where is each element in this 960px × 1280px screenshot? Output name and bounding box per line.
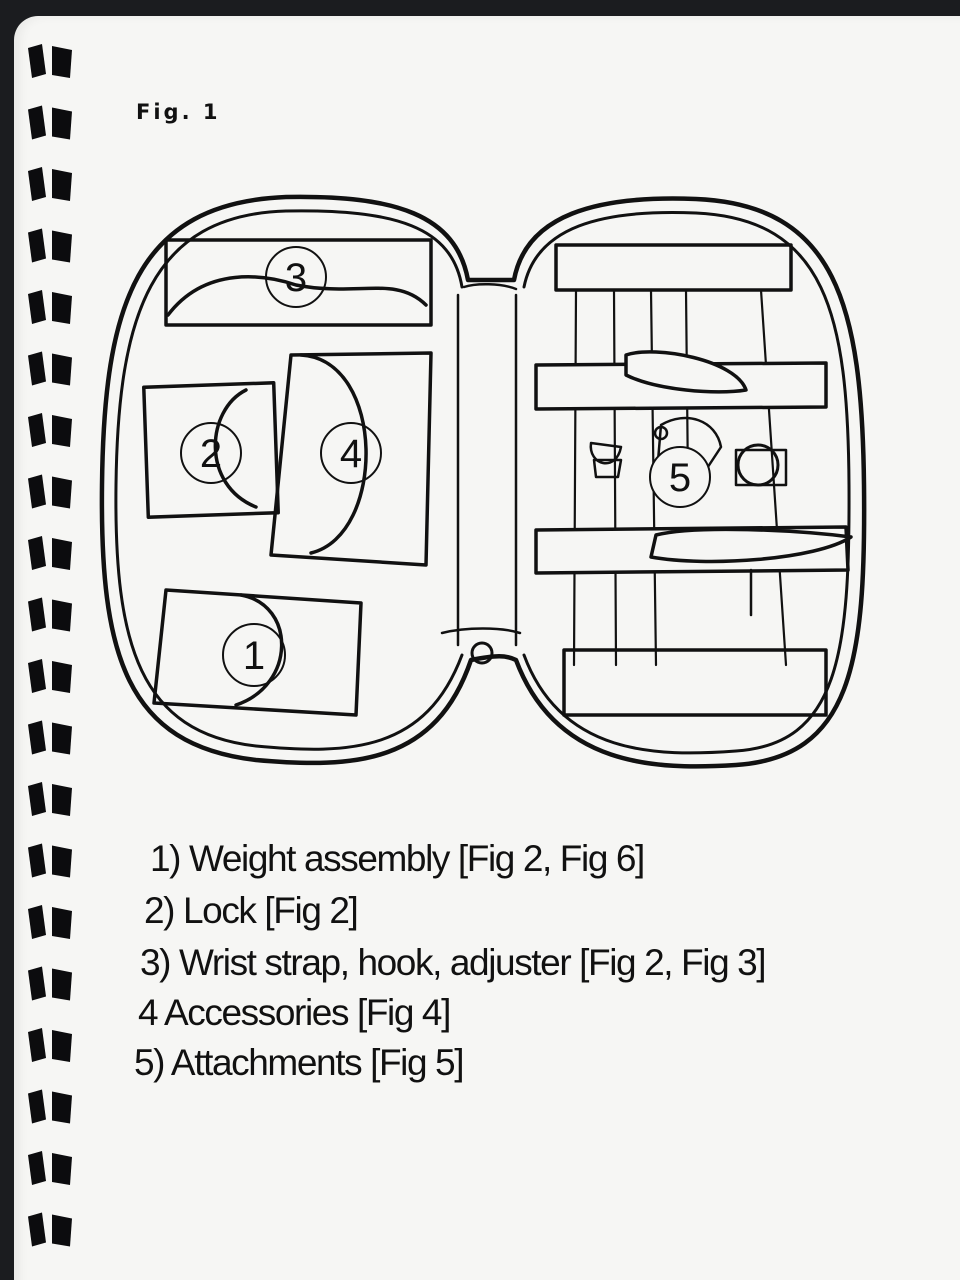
binding-coil: [28, 1028, 46, 1062]
binding-coil: [28, 659, 46, 693]
binding-coil: [28, 536, 46, 570]
marker-3: [265, 246, 327, 308]
binding-coil: [28, 167, 46, 201]
binding-coil: [28, 843, 46, 878]
marker-1: [222, 623, 286, 687]
binding-coil: [28, 720, 46, 755]
binding-coil: [28, 474, 46, 509]
binding-coil: [28, 1212, 46, 1247]
compartment-3: [164, 238, 433, 327]
compartment-2: [142, 381, 280, 519]
marker-5-label: 5: [669, 456, 691, 500]
binding-coil: [52, 968, 72, 1001]
marker-5: [649, 446, 711, 508]
binding-coil: [52, 1091, 72, 1124]
case-diagram: 3 2 4 1 5: [99, 194, 867, 769]
binding-coil: [28, 1151, 46, 1185]
legend-item-2: 2) Lock [Fig 2]: [144, 890, 359, 931]
binding-coil: [52, 415, 72, 447]
binding-coil: [28, 782, 46, 816]
figure-label: Fig. 1: [136, 100, 221, 124]
binding-coil: [28, 105, 46, 140]
binding-coil: [52, 722, 72, 755]
binding-coil: [28, 44, 46, 78]
binding-coil: [52, 292, 72, 324]
manual-page: [14, 16, 960, 1280]
attachment-bar: [554, 243, 793, 292]
legend-item-5: 5) Attachments [Fig 5]: [134, 1042, 464, 1083]
spiral-binding: [28, 44, 72, 1247]
binding-coil: [28, 597, 46, 632]
binding-coil: [52, 599, 72, 632]
binding-coil: [52, 353, 72, 386]
binding-coil: [52, 107, 72, 140]
binding-coil: [28, 290, 46, 324]
marker-4-label: 4: [340, 432, 362, 476]
binding-coil: [52, 1214, 72, 1247]
marker-3-label: 3: [285, 256, 307, 300]
marker-2: [180, 422, 242, 484]
binding-coil: [52, 661, 72, 693]
binding-coil: [52, 1153, 72, 1185]
binding-coil: [52, 845, 72, 878]
binding-coil: [52, 538, 72, 570]
marker-4: [320, 422, 382, 484]
binding-coil: [52, 907, 72, 939]
binding-coil: [28, 228, 46, 263]
binding-coil: [28, 351, 46, 386]
binding-coil: [28, 1089, 46, 1124]
binding-coil: [28, 905, 46, 939]
case-outline: [99, 194, 867, 769]
binding-coil: [52, 169, 72, 201]
legend-item-3: 3) Wrist strap, hook, adjuster [Fig 2, F…: [140, 942, 767, 983]
marker-1-label: 1: [243, 634, 265, 678]
binding-coil: [52, 476, 72, 509]
binding-coil: [52, 230, 72, 263]
binding-coil: [28, 966, 46, 1001]
binding-coil: [28, 413, 46, 447]
binding-coil: [52, 784, 72, 816]
compartment-1: [152, 588, 363, 717]
marker-2-label: 2: [200, 432, 222, 476]
bottom-bar: [562, 648, 828, 717]
legend-item-4: 4 Accessories [Fig 4]: [138, 992, 451, 1033]
compartment-4: [269, 351, 433, 567]
binding-coil: [52, 46, 72, 78]
binding-coil: [52, 1030, 72, 1062]
legend-item-1: 1) Weight assembly [Fig 2, Fig 6]: [150, 838, 645, 879]
